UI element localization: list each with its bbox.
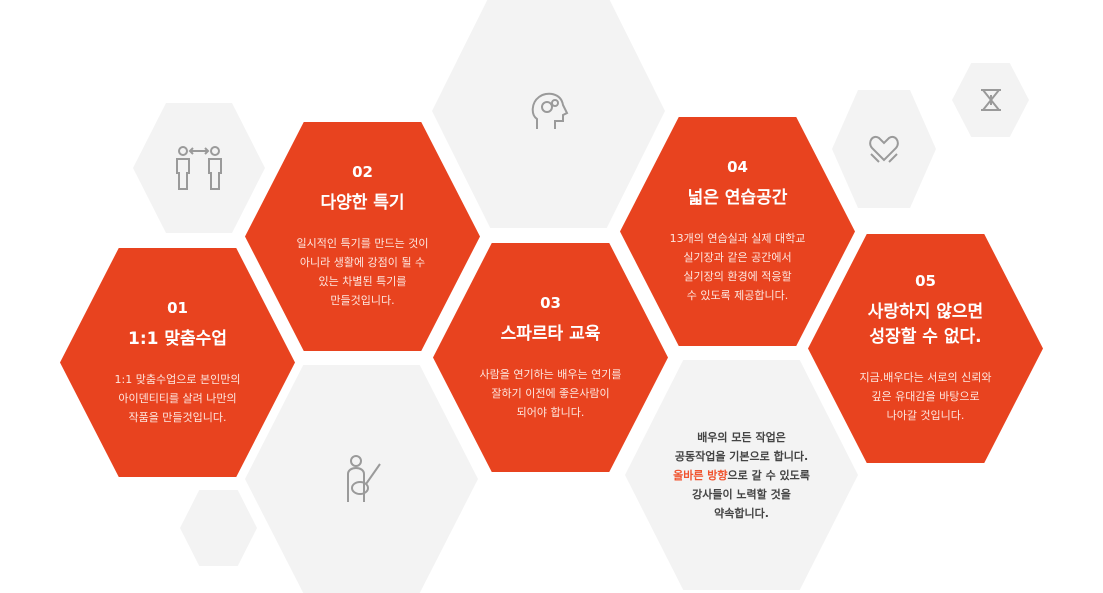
head-gears-icon <box>531 92 568 129</box>
feature-title: 넓은 연습공간 <box>687 188 788 208</box>
heart-hex <box>832 90 936 208</box>
feature-desc: 실기장과 같은 공간에서 <box>683 251 792 264</box>
feature-desc: 만들것입니다. <box>330 294 395 307</box>
feature-title: 스파르타 교육 <box>500 323 601 344</box>
guitar-hex <box>245 365 478 593</box>
heart-hands-icon <box>869 136 899 163</box>
promise-line: 공동작업을 기본으로 합니다. <box>674 449 809 463</box>
decor-hex <box>180 490 257 566</box>
feature-number: 05 <box>915 272 936 290</box>
feature-desc: 13개의 연습실과 실제 대학교 <box>669 232 806 245</box>
feature-title-line: 사랑하지 않으면 <box>867 302 984 322</box>
feature-desc: 실기장의 환경에 적응할 <box>683 270 792 283</box>
feature-desc: 있는 차별된 특기를 <box>318 275 407 288</box>
easel-icon <box>980 89 1001 111</box>
promise-line: 강사들이 노력할 것을 <box>692 487 791 501</box>
feature-number: 01 <box>167 298 188 317</box>
feature-title-line: 성장할 수 없다. <box>869 327 982 347</box>
feature-desc: 나아갈 것입니다. <box>886 409 965 422</box>
feature-desc: 수 있도록 제공합니다. <box>686 289 789 302</box>
feature-desc: 잘하기 이전에 좋은사람이 <box>491 386 610 400</box>
feature-desc: 되어야 합니다. <box>516 405 585 419</box>
easel-hex <box>952 63 1029 137</box>
feature-title: 1:1 맞춤수업 <box>128 328 227 349</box>
guitar-player-icon <box>346 455 381 502</box>
feature-desc: 1:1 맞춤수업으로 본인만의 <box>114 372 241 386</box>
feature-number: 02 <box>352 163 373 181</box>
head-gears-hex <box>432 0 665 228</box>
feature-desc: 작품을 만들것입니다. <box>128 410 227 424</box>
promise-text: 배우의 모든 작업은 공동작업을 기본으로 합니다. 올바른 방향으로 갈 수 … <box>673 428 810 523</box>
promise-line: 올바른 방향으로 갈 수 있도록 <box>673 466 810 485</box>
feature-desc: 아이덴티티를 살려 나만의 <box>118 391 237 405</box>
feature-number: 04 <box>727 158 748 176</box>
feature-desc: 사람을 연기하는 배우는 연기를 <box>479 367 622 381</box>
feature-desc: 깊은 유대감을 바탕으로 <box>871 390 980 403</box>
promise-line-rest: 으로 갈 수 있도록 <box>727 468 810 482</box>
promise-line: 배우의 모든 작업은 <box>697 430 786 444</box>
feature-desc: 아니라 생활에 강점이 될 수 <box>299 256 426 269</box>
feature-title: 다양한 특기 <box>320 193 405 213</box>
feature-desc: 일시적인 특기를 만드는 것이 <box>296 237 429 250</box>
feature-number: 03 <box>540 293 561 312</box>
people-hex <box>133 103 265 233</box>
promise-line: 약속합니다. <box>714 506 769 520</box>
feature-desc: 지금.배우다는 서로의 신뢰와 <box>859 371 992 384</box>
promise-highlight: 올바른 방향 <box>673 468 728 482</box>
people-exchange-icon <box>176 146 222 190</box>
promise-hex: 배우의 모든 작업은 공동작업을 기본으로 합니다. 올바른 방향으로 갈 수 … <box>625 360 858 590</box>
